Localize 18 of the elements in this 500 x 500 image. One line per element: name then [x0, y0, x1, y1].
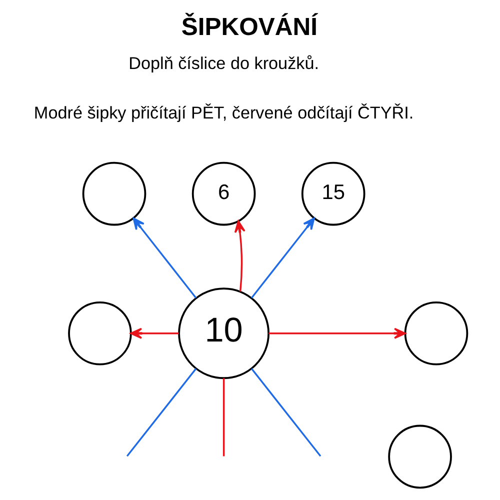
node-circle	[404, 301, 468, 366]
arrow	[234, 220, 246, 292]
label: Doplň číslice do kroužků.	[128, 52, 319, 73]
node-circle	[82, 162, 146, 226]
node-circle: 15	[301, 162, 366, 226]
connector	[250, 368, 322, 457]
connector	[222, 378, 225, 456]
node-circle: 6	[192, 162, 256, 226]
arrow	[132, 218, 197, 298]
connector	[126, 368, 197, 457]
node-circle	[68, 301, 132, 366]
node-circle: 10	[178, 288, 270, 380]
arrow	[268, 328, 406, 339]
label: Modré šipky přičítají PĚT, červené odčítají ČTYŘI.	[34, 102, 414, 122]
node-circle	[388, 424, 452, 489]
diagram-title: ŠIPKOVÁNÍ	[181, 14, 318, 41]
arrow	[250, 218, 315, 298]
arrow	[130, 328, 179, 339]
